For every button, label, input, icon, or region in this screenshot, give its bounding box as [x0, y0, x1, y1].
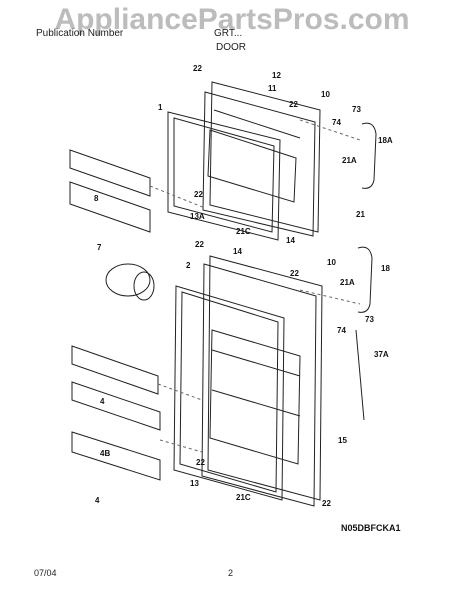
section-title: DOOR: [216, 42, 246, 53]
callout: 22: [196, 458, 205, 467]
callout: 13: [190, 479, 199, 488]
callout: 12: [272, 71, 281, 80]
callout: 4: [95, 496, 100, 505]
callout: 14: [286, 236, 295, 245]
publication-label: Publication Number: [36, 28, 124, 39]
watermark: AppliancePartsPros.com: [54, 3, 410, 36]
callout: 22: [195, 240, 204, 249]
callout: 10: [327, 258, 336, 267]
callout: 10: [321, 90, 330, 99]
callout: 21A: [340, 278, 355, 287]
callout: 13A: [190, 212, 205, 221]
callout: 11: [268, 84, 277, 93]
callout: 74: [337, 326, 346, 335]
lower-door: [201, 255, 323, 507]
callout: 21C: [236, 227, 251, 236]
handles: [355, 122, 377, 421]
callout: 14: [233, 247, 242, 256]
callout: 73: [365, 315, 374, 324]
footer-date: 07/04: [34, 568, 57, 578]
callout: 22: [194, 190, 203, 199]
shelf-bins: [69, 149, 161, 481]
callout: 22: [290, 269, 299, 278]
callout: 21C: [236, 493, 251, 502]
callout: 4: [100, 397, 105, 406]
callout: 18: [381, 264, 390, 273]
callout: 18A: [378, 136, 393, 145]
callout: 1: [158, 103, 163, 112]
footer-page: 2: [228, 568, 234, 578]
callout: 22: [289, 100, 298, 109]
callout: 15: [338, 436, 347, 445]
callout: 21A: [342, 156, 357, 165]
upper-gasket: [167, 111, 281, 241]
callout: 8: [94, 194, 99, 203]
diagram-code: N05DBFCKA1: [341, 523, 401, 533]
lower-gasket: [173, 285, 285, 501]
callout: 22: [193, 64, 202, 73]
dairy-compartment: [105, 263, 155, 301]
callout: 73: [352, 105, 361, 114]
model-label: GRT...: [214, 28, 243, 39]
callout: 21: [356, 210, 365, 219]
upper-door: [202, 81, 321, 237]
callout: 22: [322, 499, 331, 508]
callout: 4B: [100, 449, 110, 458]
leader-lines: [149, 119, 361, 453]
callout: 7: [97, 243, 102, 252]
callout: 74: [332, 118, 341, 127]
callout: 37A: [374, 350, 389, 359]
callout: 2: [186, 261, 191, 270]
